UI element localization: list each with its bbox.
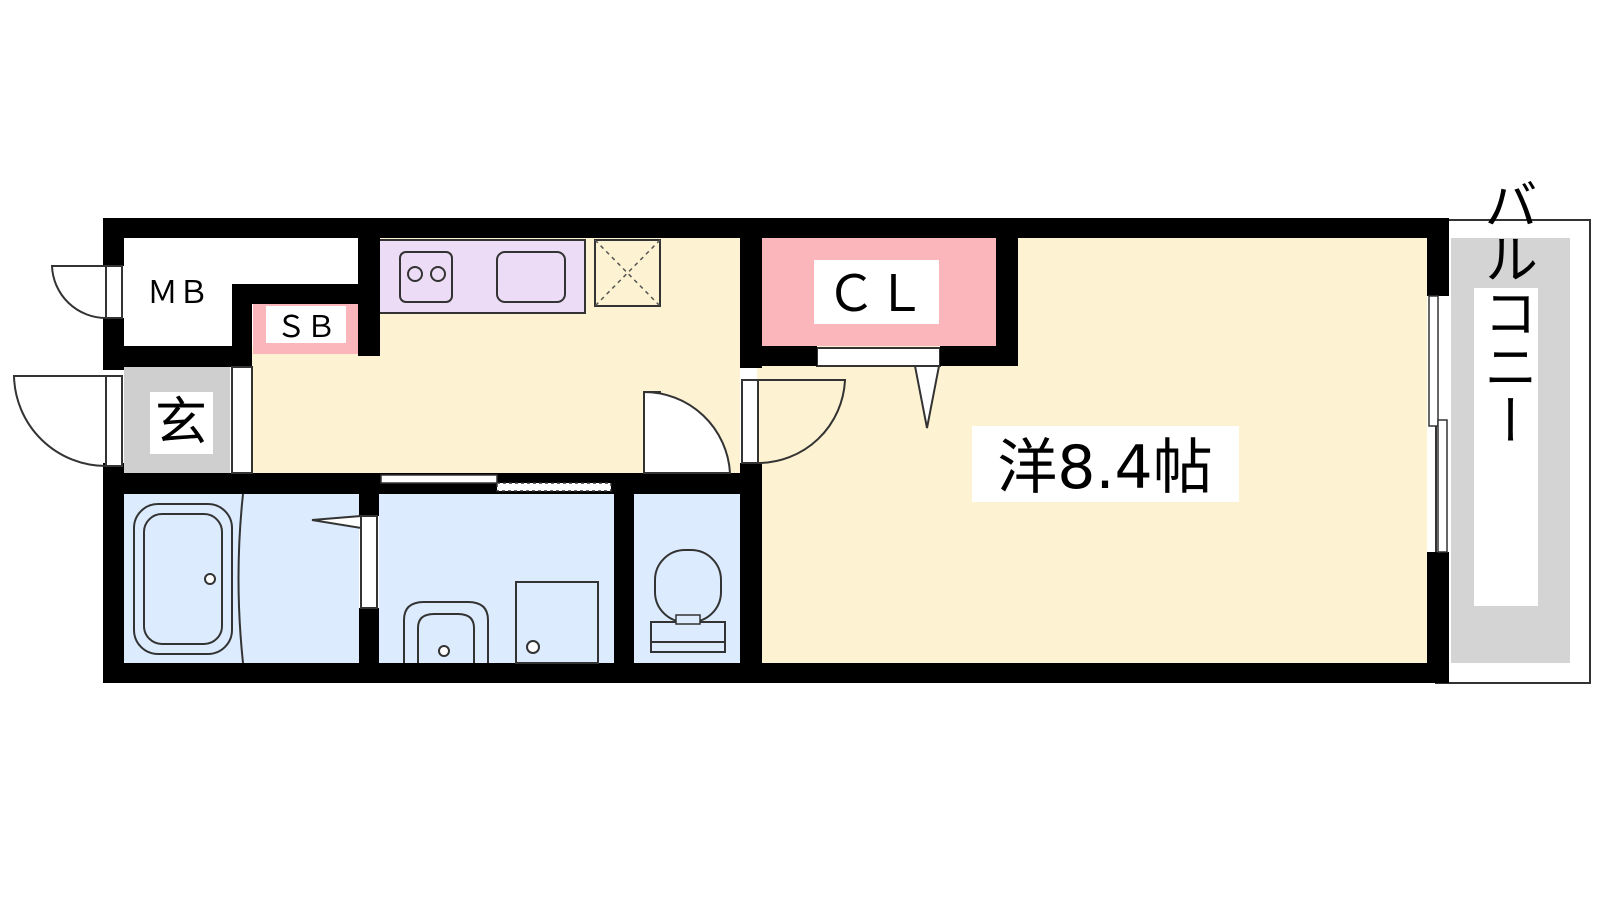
washing-machine-drain-icon xyxy=(526,640,540,654)
shoe-box-label-bg xyxy=(266,306,346,343)
basin-drain-icon xyxy=(438,645,450,657)
washroom-sliding-door-b xyxy=(496,482,612,492)
toilet-tank-top xyxy=(675,614,701,625)
meter-box-label: ＭＢ xyxy=(147,275,209,311)
balcony-window-b xyxy=(1437,419,1448,553)
stove xyxy=(399,251,453,303)
closet-door-indicator xyxy=(913,365,941,429)
toilet-tank-lid xyxy=(650,641,726,653)
closet-label-bg xyxy=(814,260,939,324)
closet-door-rail xyxy=(816,347,941,367)
kitchen-sink xyxy=(496,251,566,303)
balcony-label: バルコニー xyxy=(1475,177,1538,447)
balcony-window-a xyxy=(1428,295,1439,427)
entrance-label-bg xyxy=(150,392,213,454)
mb-door-leaf xyxy=(105,265,123,319)
western-room-label-bg xyxy=(972,426,1239,502)
toilet-tank xyxy=(650,621,726,643)
burner-right-icon xyxy=(430,266,446,282)
western-room-label: 洋8.4帖 xyxy=(997,433,1212,503)
bath-door-leaf xyxy=(360,515,378,609)
entrance-label: 玄 xyxy=(155,393,207,453)
balcony-label-bg xyxy=(1474,288,1538,606)
meter-box-notch xyxy=(124,238,232,348)
fridge-space xyxy=(594,239,661,307)
bathtub-drain-icon xyxy=(204,573,216,585)
bath-curtain xyxy=(237,493,244,664)
burner-left-icon xyxy=(407,266,423,282)
entrance-step xyxy=(231,366,253,474)
toilet-door-swing xyxy=(643,390,732,474)
front-door-swing xyxy=(12,375,107,467)
bathtub-inner xyxy=(143,513,223,645)
front-door-leaf xyxy=(105,375,123,467)
room-door-swing xyxy=(757,379,847,465)
closet-label: ＣＬ xyxy=(826,265,926,323)
toilet-bowl xyxy=(654,549,722,623)
wash-basin-bowl xyxy=(417,613,475,663)
mb-door-swing xyxy=(50,265,107,319)
balcony-outline xyxy=(1435,219,1591,684)
bath-door-indicator xyxy=(311,514,362,530)
shoe-box-label: ＳＢ xyxy=(276,310,336,345)
room-door-jamb xyxy=(741,379,759,464)
washroom-sliding-door-a xyxy=(380,474,498,484)
